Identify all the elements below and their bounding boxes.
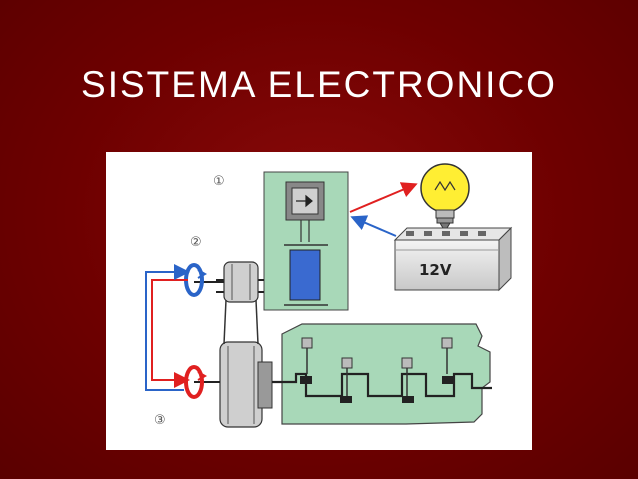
diagram-svg: ① ② ③ (145, 163, 513, 428)
output-arrow-red (349, 182, 418, 213)
callout-3: ③ (154, 413, 166, 428)
signal-line-red (151, 279, 190, 388)
light-bulb-icon (420, 163, 470, 229)
input-arrow-blue (350, 215, 397, 237)
slide-title: SISTEMA ELECTRONICO (81, 64, 557, 105)
control-unit-icon (263, 171, 349, 311)
rotation-sensor-upper-icon (184, 263, 208, 297)
callout-2: ② (190, 235, 202, 250)
system-diagram: ① ② ③ (106, 152, 532, 450)
battery-icon: 12V (393, 226, 513, 292)
callout-1: ① (213, 174, 225, 189)
pulley-icon (194, 261, 273, 428)
signal-line-blue (145, 264, 190, 391)
engine-block-icon (272, 323, 492, 425)
battery-label: 12V (419, 261, 452, 279)
